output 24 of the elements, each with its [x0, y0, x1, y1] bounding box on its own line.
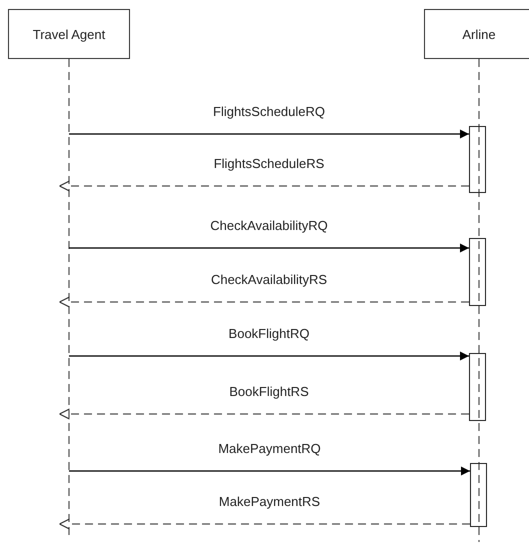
message-arrow [69, 130, 469, 138]
edge-label: BookFlightRQ [228, 326, 310, 341]
message-arrow [69, 352, 469, 360]
edge-label: CheckAvailabilityRS [210, 272, 328, 287]
lifeline [68, 59, 70, 535]
edge-label: CheckAvailabilityRQ [210, 218, 328, 233]
edge-label: FlightsScheduleRQ [213, 104, 325, 119]
return-message-arrow [58, 180, 469, 192]
message-arrow [69, 244, 469, 252]
activation-bar [470, 463, 487, 527]
edge-label: MakePaymentRQ [218, 441, 321, 456]
edge-label: FlightsScheduleRS [214, 156, 324, 171]
lifeline-header-box: Arline [424, 9, 529, 59]
activation-bar [469, 126, 486, 193]
edge-label: MakePaymentRS [218, 494, 320, 509]
return-message-arrow [58, 296, 469, 308]
activation-bar [469, 238, 486, 306]
lifeline [478, 59, 480, 542]
return-message-arrow [58, 408, 469, 420]
return-message-arrow [58, 518, 470, 530]
lifeline-header-box: Travel Agent [8, 9, 130, 59]
activation-bar [469, 353, 486, 421]
message-arrow [69, 466, 470, 476]
edge-label: BookFlightRS [229, 384, 309, 399]
